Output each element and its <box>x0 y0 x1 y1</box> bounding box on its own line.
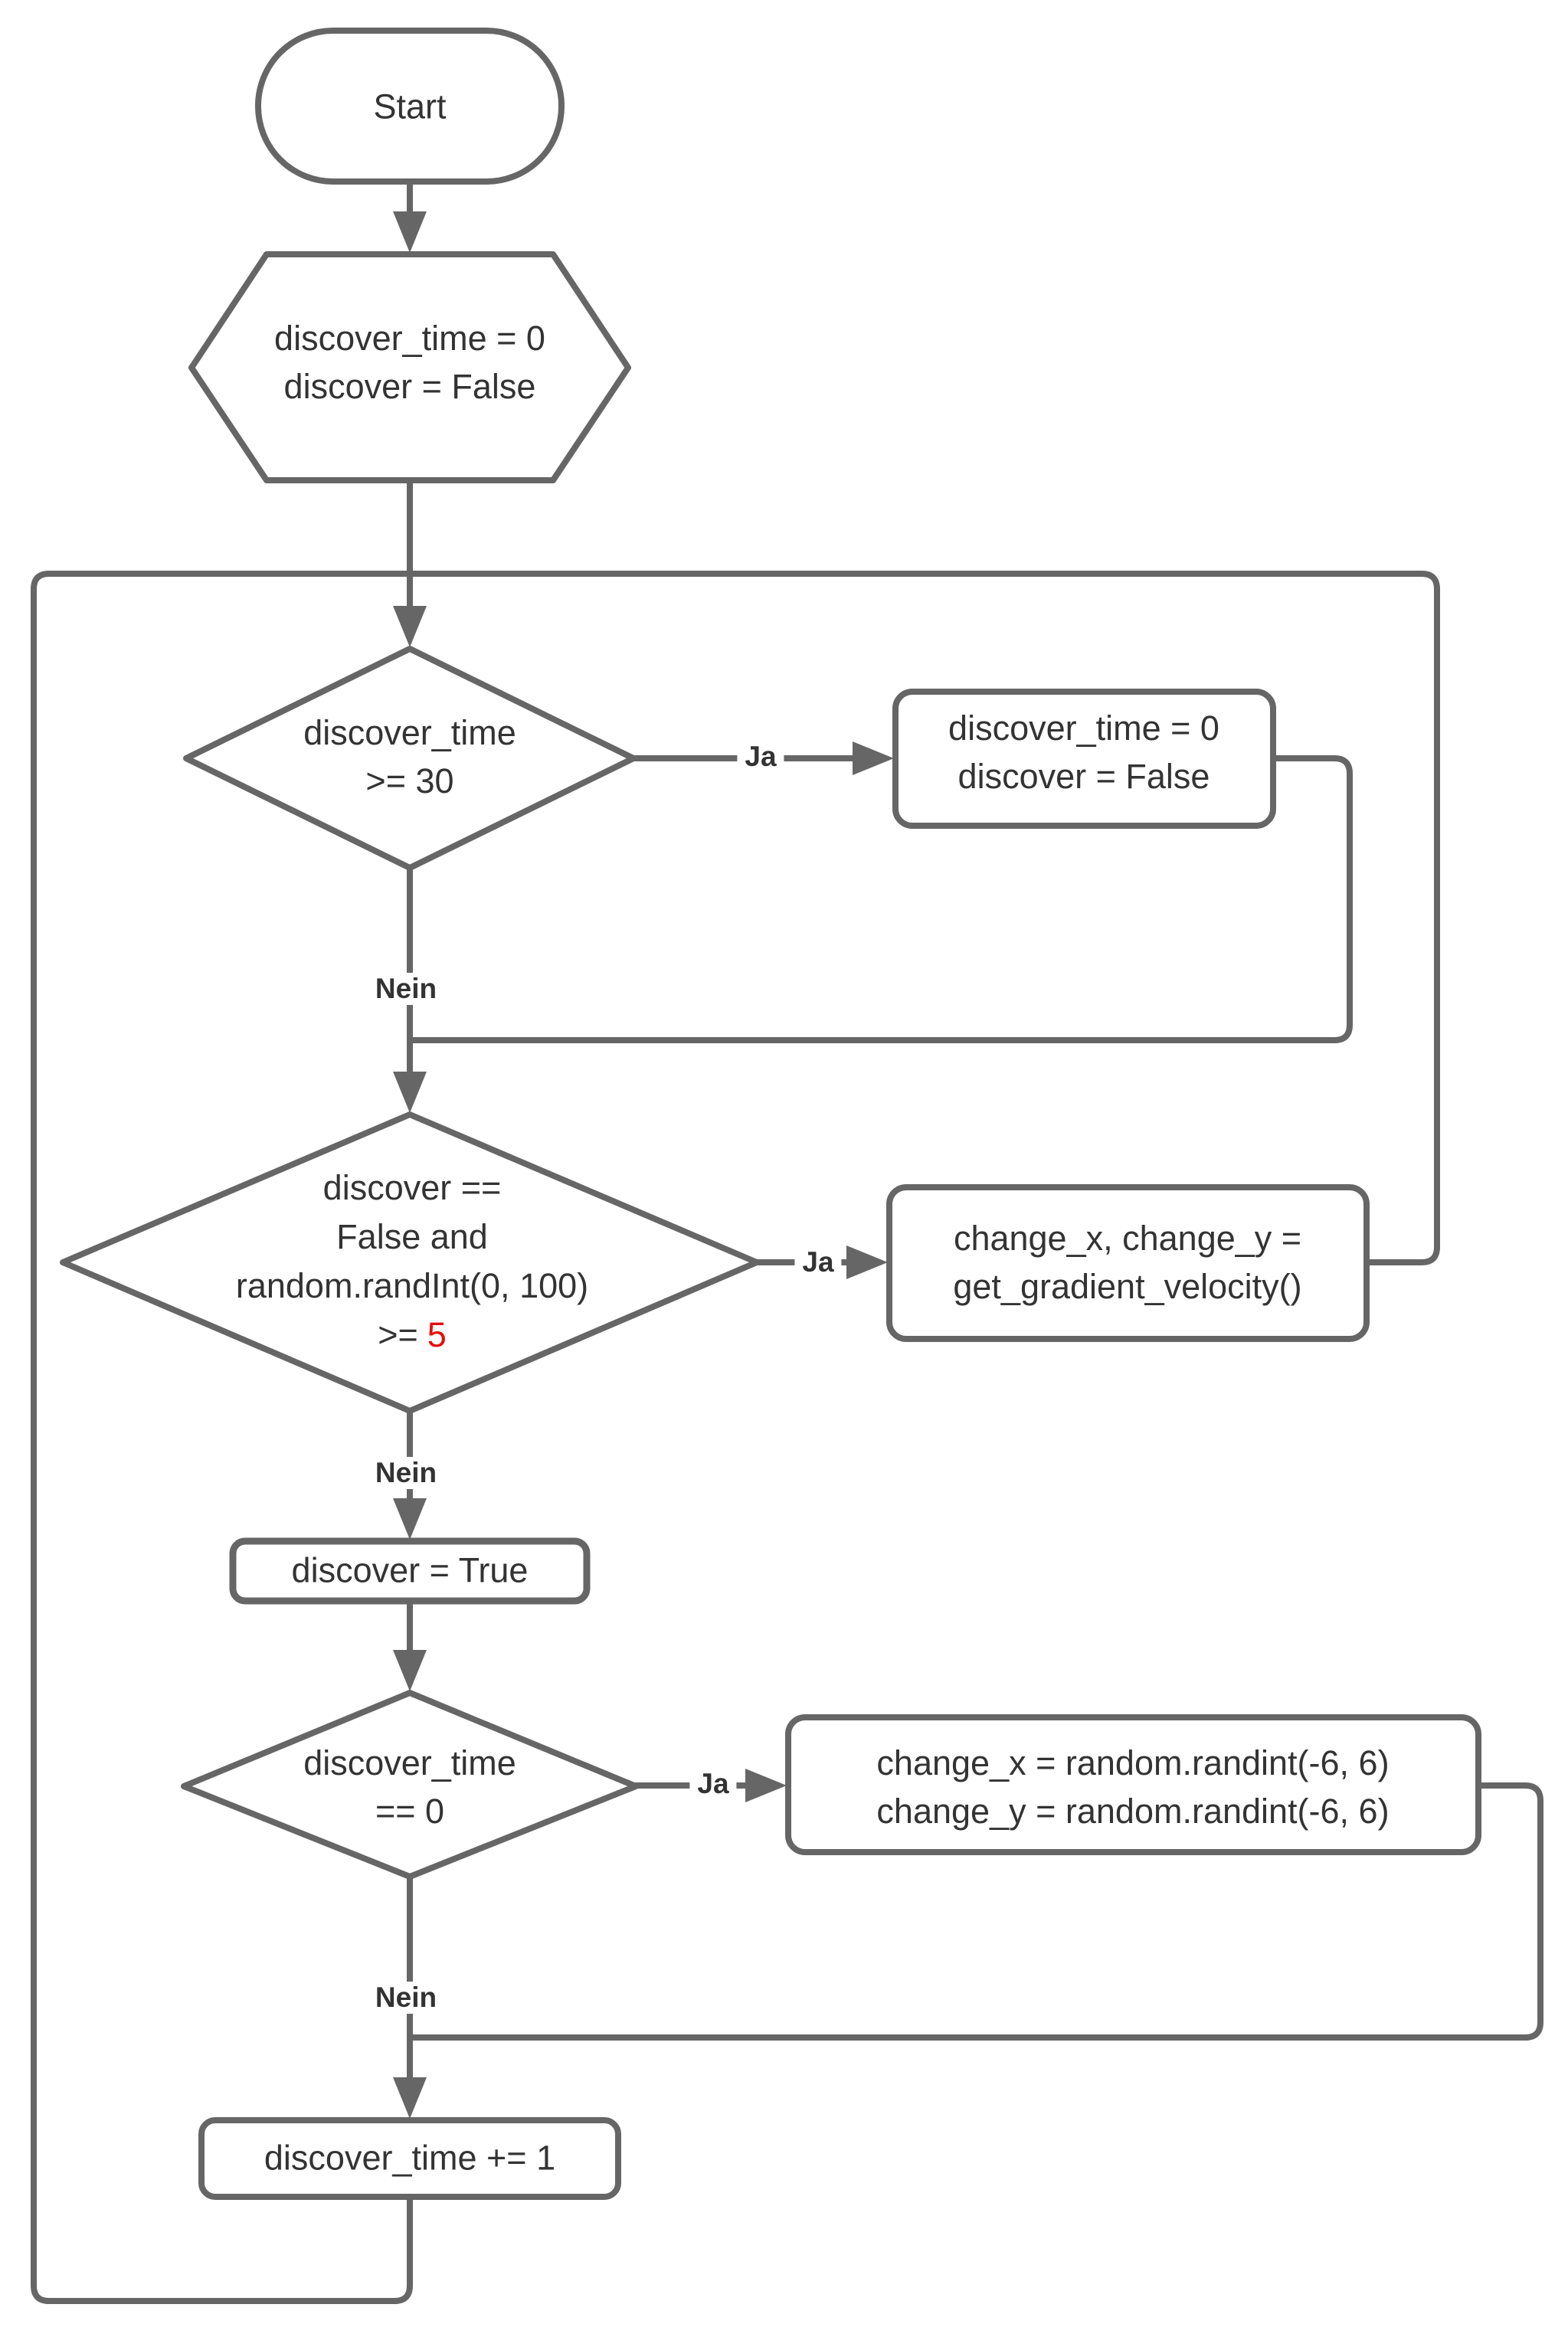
arrowhead-into-timeout <box>393 606 427 647</box>
arrowhead-into-settrue <box>393 1498 427 1540</box>
reset-line1: discover_time = 0 <box>948 709 1219 748</box>
edge-gradient-return <box>407 571 1440 1265</box>
reset-line2: discover = False <box>957 757 1210 796</box>
random-line1: change_x = random.randint(-6, 6) <box>876 1743 1390 1782</box>
edge-label-discover-nein: Nein <box>367 1457 445 1489</box>
start-label: Start <box>373 87 447 126</box>
random-box-label: change_x = random.randint(-6, 6) change_… <box>876 1739 1389 1835</box>
decision-timezero-label: discover_time == 0 <box>303 1739 516 1835</box>
edge-label-timezero-ja: Ja <box>689 1768 737 1800</box>
arrowhead-into-random <box>745 1769 787 1802</box>
decision-timeout-label: discover_time >= 30 <box>303 709 516 805</box>
increment-box-label: discover_time += 1 <box>264 2138 556 2178</box>
decision-discover-shape <box>60 1111 760 1414</box>
arrowhead-into-timezero <box>393 1650 427 1691</box>
edge-main-loop <box>31 571 413 2304</box>
gradient-line2: get_gradient_velocity() <box>953 1267 1302 1306</box>
decision-discover-label: discover == False and random.randInt(0, … <box>236 1164 588 1360</box>
set-discover-box-label: discover = True <box>291 1550 529 1590</box>
reset-box-label: discover_time = 0 discover = False <box>948 704 1219 800</box>
decision-discover-operator: >= <box>378 1315 418 1354</box>
decision-discover-threshold: 5 <box>427 1315 447 1354</box>
edge-random-return <box>407 1782 1543 2041</box>
decision-timezero-line2: == 0 <box>375 1792 445 1831</box>
connectors <box>31 178 1543 2304</box>
init-hexagon-shape <box>188 251 631 483</box>
random-line2: change_y = random.randint(-6, 6) <box>876 1792 1390 1831</box>
decision-timezero-shape <box>181 1690 639 1880</box>
gradient-box-label: change_x, change_y = get_gradient_veloci… <box>953 1214 1301 1311</box>
decision-discover-line3: random.randInt(0, 100) <box>235 1266 589 1305</box>
init-line1: discover_time = 0 <box>274 319 545 358</box>
decision-discover-line4: >=5 <box>236 1311 588 1360</box>
edge-label-discover-ja: Ja <box>794 1246 842 1278</box>
decision-discover-line2: False and <box>336 1217 488 1256</box>
arrowhead-into-init <box>393 211 427 253</box>
edge-label-timeout-ja: Ja <box>737 741 784 773</box>
node-shapes <box>60 28 1481 2200</box>
edge-label-timeout-nein: Nein <box>367 973 445 1005</box>
arrowhead-into-discover <box>393 1072 427 1113</box>
init-line2: discover = False <box>283 367 536 406</box>
decision-timeout-line2: >= 30 <box>365 761 454 800</box>
arrowhead-into-gradient <box>846 1245 888 1279</box>
decision-timeout-shape <box>183 646 637 871</box>
decision-timezero-line1: discover_time <box>303 1743 516 1782</box>
edge-reset-return <box>407 755 1353 1043</box>
reset-box-shape <box>892 689 1276 829</box>
arrowheads <box>393 211 894 2119</box>
gradient-box-shape <box>886 1184 1370 1342</box>
random-box-shape <box>785 1714 1481 1855</box>
increment-box-shape <box>198 2117 621 2200</box>
init-hexagon-label: discover_time = 0 discover = False <box>274 314 545 411</box>
start-shape <box>255 28 565 185</box>
set-discover-box-shape <box>229 1537 591 1605</box>
edge-label-timezero-nein: Nein <box>367 1982 445 2014</box>
decision-discover-line1: discover == <box>322 1168 502 1207</box>
decision-timeout-line1: discover_time <box>303 713 516 752</box>
arrowhead-into-increment <box>393 2077 427 2119</box>
gradient-line1: change_x, change_y = <box>953 1219 1302 1258</box>
arrowhead-into-reset <box>853 741 894 775</box>
